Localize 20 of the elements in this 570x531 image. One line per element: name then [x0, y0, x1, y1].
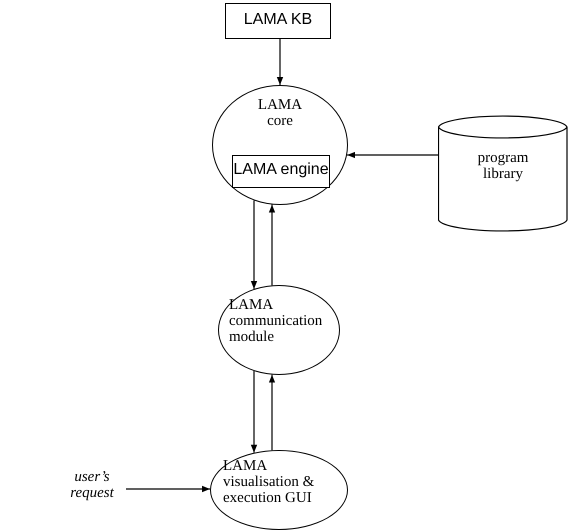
arrow [126, 486, 210, 492]
arrow [250, 371, 258, 453]
node-label: LAMA engine [233, 162, 329, 179]
arrow [250, 200, 258, 289]
node-label: LAMA core [256, 98, 304, 130]
arrow [276, 39, 284, 85]
process-ellipse [218, 285, 340, 375]
annotation-text: user’s request [69, 470, 115, 502]
arrow [268, 204, 276, 286]
process-box [225, 3, 331, 39]
node-label: program library [476, 151, 530, 182]
arrow [268, 374, 276, 450]
node-label: LAMA visualisation & execution GUI [223, 459, 316, 506]
process-ellipse [210, 450, 348, 530]
engine-box [232, 155, 330, 188]
process-ellipse [212, 85, 348, 205]
library-cylinder [438, 115, 568, 233]
arrow [347, 152, 438, 158]
node-label: LAMA KB [242, 12, 314, 29]
node-label: LAMA communication module [229, 298, 324, 346]
